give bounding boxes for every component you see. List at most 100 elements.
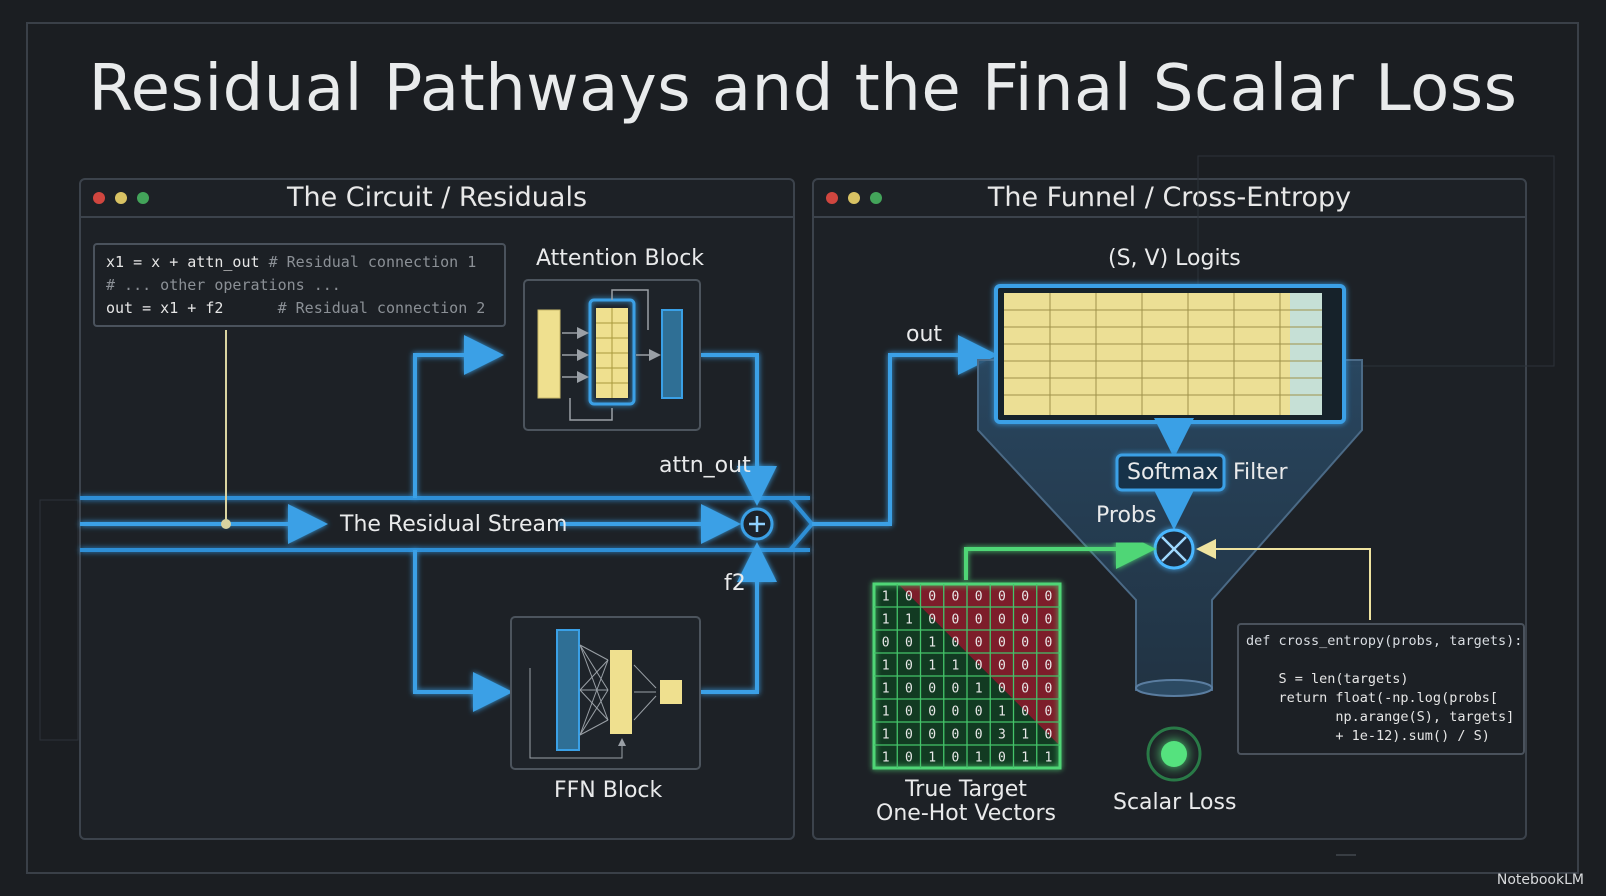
out-label: out [906, 322, 943, 347]
matrix-cell: 1 [998, 705, 1006, 720]
matrix-cell: 0 [998, 636, 1006, 651]
matrix-cell: 0 [905, 728, 913, 743]
code-line [1246, 651, 1522, 670]
matrix-cell: 0 [998, 659, 1006, 674]
matrix-cell: 1 [928, 659, 936, 674]
filter-label: Filter [1233, 460, 1288, 485]
attention-block-label: Attention Block [536, 246, 705, 271]
residual-stream-label: The Residual Stream [340, 512, 568, 537]
page-title: Residual Pathways and the Final Scalar L… [88, 52, 1518, 126]
softmax-label: Softmax [1127, 460, 1219, 485]
matrix-cell: 0 [928, 728, 936, 743]
matrix-cell: 0 [905, 705, 913, 720]
matrix-cell: 0 [928, 705, 936, 720]
matrix-cell: 0 [1021, 636, 1029, 651]
decorative-grid-left [39, 499, 79, 741]
matrix-cell: 0 [975, 613, 983, 628]
matrix-cell: 0 [882, 636, 890, 651]
matrix-cell: 0 [951, 590, 959, 605]
branch-point [221, 519, 231, 529]
matrix-cell: 0 [928, 682, 936, 697]
matrix-cell: 0 [905, 659, 913, 674]
matrix-cell: 0 [1021, 682, 1029, 697]
matrix-cell: 0 [975, 705, 983, 720]
ffn-block [510, 616, 701, 770]
multiply-node [1153, 528, 1195, 570]
matrix-cell: 1 [951, 659, 959, 674]
code-line: def cross_entropy(probs, targets): [1246, 633, 1523, 649]
matrix-cell: 0 [975, 636, 983, 651]
matrix-cell: 0 [951, 751, 959, 766]
matrix-cell: 1 [882, 705, 890, 720]
matrix-cell: 0 [1044, 636, 1052, 651]
maximize-dot-icon [870, 192, 882, 204]
attention-block [523, 279, 701, 431]
probs-label: Probs [1096, 503, 1157, 528]
matrix-cell: 1 [975, 751, 983, 766]
matrix-cell: 0 [905, 636, 913, 651]
matrix-cell: 0 [1021, 590, 1029, 605]
matrix-cell: 1 [1044, 751, 1052, 766]
funnel-panel-header: The Funnel / Cross-Entropy [814, 180, 1525, 218]
matrix-cell: 0 [905, 751, 913, 766]
matrix-cell: 0 [975, 590, 983, 605]
code-line: np.arange(S), targets] [1246, 709, 1515, 725]
close-dot-icon [826, 192, 838, 204]
left-code-line-3: out = x1 + f2 # Residual connection 2 [106, 299, 486, 317]
out-arrow [812, 335, 998, 526]
matrix-cell: 1 [1021, 728, 1029, 743]
matrix-cell: 0 [1044, 682, 1052, 697]
funnel-panel-title: The Funnel / Cross-Entropy [987, 182, 1352, 213]
target-label-1: True Target [905, 777, 1027, 802]
target-arrow [964, 529, 1156, 580]
matrix-cell: 0 [998, 613, 1006, 628]
matrix-cell: 1 [1021, 751, 1029, 766]
matrix-cell: 0 [928, 590, 936, 605]
outer-frame [26, 22, 1579, 874]
matrix-cell: 0 [1021, 659, 1029, 674]
target-label-2: One-Hot Vectors [876, 801, 1056, 826]
notebooklm-brand: NotebookLM [1496, 872, 1584, 888]
matrix-cell: 0 [905, 682, 913, 697]
logits-label: (S, V) Logits [1108, 246, 1241, 271]
matrix-cell: 0 [951, 636, 959, 651]
matrix-cell: 0 [951, 705, 959, 720]
matrix-cell: 0 [1044, 659, 1052, 674]
left-code-box [93, 243, 506, 327]
matrix-cell: 1 [928, 751, 936, 766]
circuit-panel-title: The Circuit / Residuals [286, 182, 588, 213]
matrix-cell: 1 [975, 682, 983, 697]
maximize-dot-icon [137, 192, 149, 204]
code-arrow [1196, 539, 1371, 620]
attn-out-label: attn_out [659, 453, 751, 478]
logits-matrix [994, 284, 1346, 424]
matrix-cell: 0 [905, 590, 913, 605]
cross-entropy-code: def cross_entropy(probs, targets): S = l… [1246, 632, 1522, 746]
residual-add-node [740, 507, 774, 541]
right-code-box [1237, 623, 1525, 755]
matrix-cell: 0 [951, 682, 959, 697]
f2-label: f2 [724, 571, 746, 596]
circuit-panel-header: The Circuit / Residuals [81, 180, 793, 218]
code-line: + 1e-12).sum() / S) [1246, 728, 1490, 744]
ffn-block-label: FFN Block [554, 778, 663, 803]
matrix-cell: 1 [928, 636, 936, 651]
matrix-cell: 0 [1044, 613, 1052, 628]
decorative-grid-right [1197, 155, 1555, 367]
matrix-cell: 0 [975, 659, 983, 674]
code-line: S = len(targets) [1246, 671, 1409, 687]
minimize-dot-icon [848, 192, 860, 204]
matrix-cell: 0 [1021, 705, 1029, 720]
ffn-branch [413, 542, 777, 712]
matrix-cell: 1 [882, 751, 890, 766]
matrix-cell: 1 [882, 682, 890, 697]
minimize-dot-icon [115, 192, 127, 204]
matrix-cell: 0 [951, 613, 959, 628]
scalar-loss-node [1146, 726, 1202, 782]
scalar-loss-label: Scalar Loss [1113, 790, 1237, 815]
matrix-cell: 1 [882, 659, 890, 674]
matrix-cell: 0 [998, 682, 1006, 697]
left-code-line-2: # ... other operations ... [106, 276, 341, 294]
